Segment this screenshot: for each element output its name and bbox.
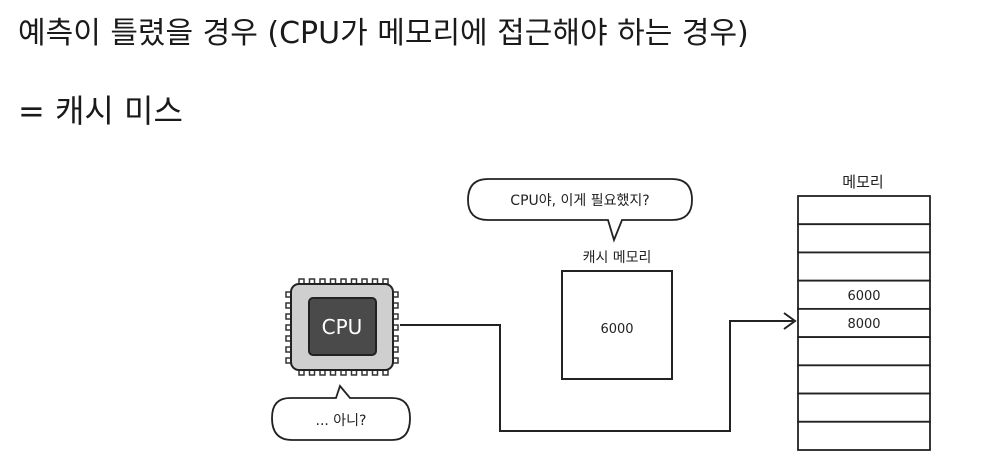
cpu-chip: CPU: [285, 278, 399, 376]
memory-cell-value: 8000: [847, 317, 880, 332]
page-subtitle: = 캐시 미스: [18, 92, 183, 130]
memory-cell: [797, 251, 931, 282]
cpu-label: CPU: [322, 315, 363, 339]
memory-cell: 6000: [797, 279, 931, 310]
memory-cell-value: 6000: [847, 289, 880, 304]
main-memory: 메모리 6000 8000: [797, 173, 931, 451]
cpu-to-memory-line: [400, 320, 793, 432]
cache-value: 6000: [600, 322, 633, 337]
memory-cell: [797, 392, 931, 423]
cache-speech-bubble: CPU야, 이게 필요했지?: [467, 178, 693, 243]
memory-title: 메모리: [842, 173, 883, 191]
cpu-bubble-text: ... 아니?: [316, 413, 367, 429]
memory-cell: [797, 336, 931, 367]
arrow-head-icon: [783, 312, 797, 330]
memory-cell: [797, 223, 931, 254]
cache-memory: 캐시 메모리 6000: [561, 250, 673, 380]
memory-cell: 8000: [797, 307, 931, 339]
page-title: 예측이 틀렸을 경우 (CPU가 메모리에 접근해야 하는 경우): [18, 16, 749, 51]
memory-cell: [797, 195, 931, 226]
memory-cell: [797, 364, 931, 395]
memory-cell: [797, 420, 931, 451]
cache-title: 캐시 메모리: [583, 250, 652, 266]
cache-bubble-text: CPU야, 이게 필요했지?: [510, 193, 649, 209]
cpu-speech-bubble: ... 아니?: [271, 384, 411, 441]
